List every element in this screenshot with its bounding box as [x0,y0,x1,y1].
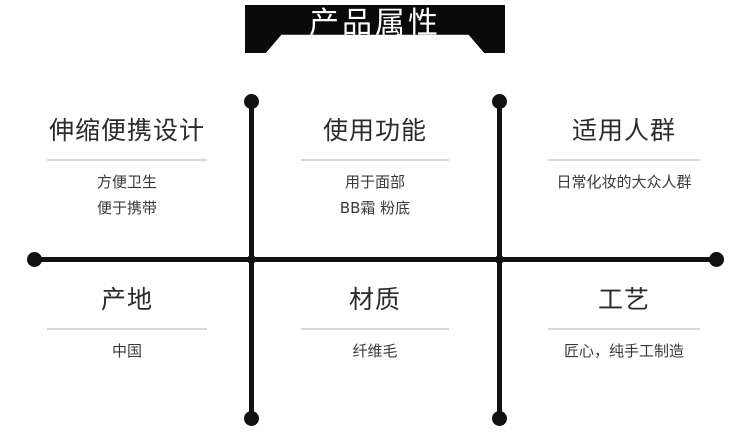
endpoint-dot-left-column-bottom [244,411,259,426]
attribute-body: 方便卫生 便于携带 [97,174,157,216]
section-banner: 产品属性 [245,5,505,53]
endpoint-dot-right [709,252,724,267]
endpoint-dot-left [27,252,42,267]
attribute-body: 纤维毛 [352,343,397,360]
attribute-line: 方便卫生 [96,173,157,191]
attribute-body: 用于面部 BB霜 粉底 [340,174,410,216]
attribute-body: 中国 [112,343,142,360]
attribute-title: 使用功能 [322,116,427,145]
attribute-line: 纤维毛 [352,342,398,360]
endpoint-dot-right-column-top [492,94,507,109]
attribute-cell-portable-design: 伸缩便携设计 方便卫生 便于携带 [22,118,232,216]
attribute-rule [47,159,207,161]
divider-horizontal [34,257,716,262]
attribute-rule [47,328,207,330]
attribute-cell-target-audience: 适用人群 日常化妆的大众人群 [518,118,730,191]
attribute-line: 便于携带 [96,198,157,217]
attribute-cell-craftsmanship: 工艺 匠心，纯手工制造 [518,287,730,360]
attribute-title: 伸缩便携设计 [48,116,205,145]
endpoint-dot-left-column-top [244,94,259,109]
attribute-line: 用于面部 [344,173,405,191]
attribute-title: 材质 [348,285,401,314]
section-title: 产品属性 [309,6,441,41]
attribute-body: 日常化妆的大众人群 [556,174,691,191]
attribute-rule [301,328,449,330]
attribute-cell-material: 材质 纤维毛 [272,287,478,360]
attribute-line: 匠心，纯手工制造 [563,342,684,360]
attribute-line: BB霜 粉底 [339,198,411,217]
intersection-node-right [495,255,504,264]
endpoint-dot-right-column-bottom [492,411,507,426]
attribute-rule [548,159,700,161]
intersection-node-left [247,255,256,264]
attribute-rule [301,159,449,161]
attribute-line: 日常化妆的大众人群 [556,173,692,191]
attribute-title: 产地 [100,285,153,314]
attribute-cell-origin: 产地 中国 [22,287,232,360]
attribute-title: 工艺 [597,285,650,314]
attribute-title: 适用人群 [571,116,676,145]
attribute-body: 匠心，纯手工制造 [564,343,684,360]
attribute-cell-usage-function: 使用功能 用于面部 BB霜 粉底 [272,118,478,216]
attribute-line: 中国 [111,342,142,360]
attribute-rule [548,328,700,330]
